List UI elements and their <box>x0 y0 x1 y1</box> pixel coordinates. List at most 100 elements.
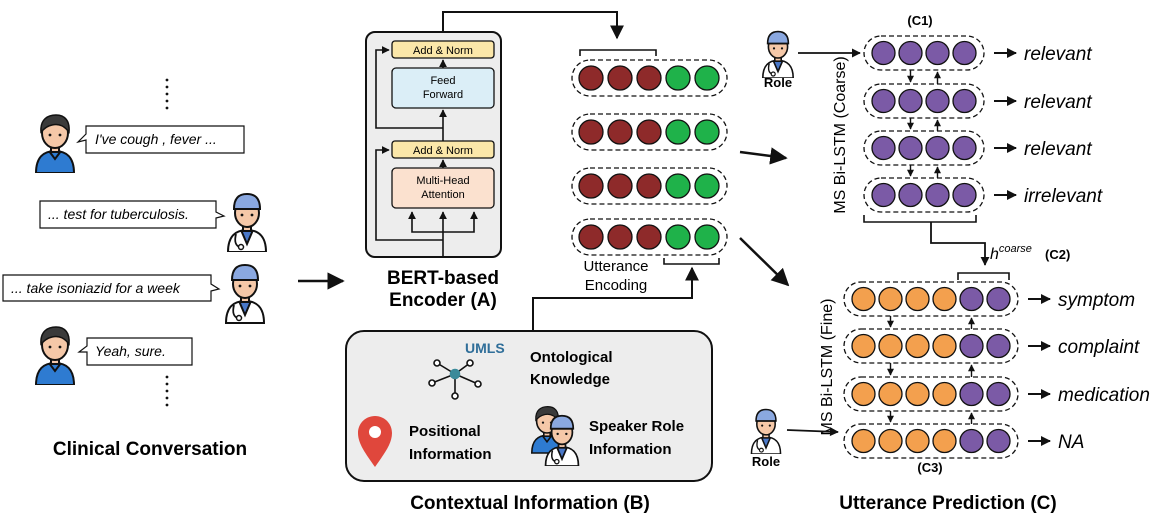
location-pin-icon <box>358 416 392 467</box>
encoding-vector <box>571 167 728 205</box>
positional-label-1: Positional <box>409 423 481 440</box>
encoding-to-fine-arrow <box>739 237 790 287</box>
add-norm-top-box <box>391 40 495 59</box>
encoding-cell <box>665 119 691 145</box>
bilstm-row: symptom <box>843 281 1135 317</box>
bilstm-cell <box>959 286 984 312</box>
encoding-cell <box>607 119 633 145</box>
encoding-top-bracket <box>579 49 657 56</box>
bilstm-cell <box>952 88 977 114</box>
output-label: irrelevant <box>1024 186 1103 207</box>
prediction-title: Utterance Prediction (C) <box>839 493 1056 514</box>
bilstm-cell <box>952 40 977 66</box>
patient-icon <box>35 326 75 385</box>
ontological-label-1: Ontological <box>530 349 613 366</box>
coarse-bilstm-label: MS Bi-LSTM (Coarse) <box>832 56 849 213</box>
encoding-cell <box>665 65 691 91</box>
bilstm-cell <box>898 88 923 114</box>
bilstm-cell <box>932 286 957 312</box>
fine-role-label: Role <box>752 454 780 469</box>
encoding-to-coarse-arrow <box>739 147 788 165</box>
utterance-2-text: ... test for tuberculosis. <box>48 206 189 222</box>
bilstm-cell <box>878 333 903 359</box>
add-norm-bottom-label: Add & Norm <box>413 145 473 157</box>
coarse-bilstm: (C1) Role MS Bi-LSTM (Coarse) relevant re… <box>761 13 1103 223</box>
bilstm-cell <box>925 88 950 114</box>
patient-icon <box>35 114 75 173</box>
fine-bilstm-label: MS Bi-LSTM (Fine) <box>819 299 836 436</box>
bilstm-row: NA <box>843 423 1084 459</box>
bilstm-row: medication <box>843 376 1150 412</box>
c3-tag: (C3) <box>917 460 942 475</box>
output-label: symptom <box>1058 290 1135 311</box>
utterance-encoding: Utterance Encoding <box>571 49 728 294</box>
encoder-title-2: Encoder (A) <box>389 290 497 311</box>
umls-network-icon <box>428 359 482 400</box>
encoding-cell <box>665 173 691 199</box>
doctor-icon <box>227 193 267 252</box>
bilstm-cell <box>878 286 903 312</box>
encoding-cell <box>665 224 691 250</box>
encoding-cell <box>607 65 633 91</box>
bilstm-cell <box>959 428 984 454</box>
speaker-label-1: Speaker Role <box>589 418 684 435</box>
bilstm-row: relevant <box>863 130 1092 166</box>
output-label: complaint <box>1058 337 1140 358</box>
encoding-vector <box>571 113 728 151</box>
add-norm-top-label: Add & Norm <box>413 45 473 57</box>
utterance-3-text: ... take isoniazid for a week <box>11 280 181 296</box>
encoding-cell <box>694 173 720 199</box>
encoder-connections <box>375 46 478 257</box>
h-letter: h <box>990 246 999 263</box>
encoding-vector <box>571 218 728 256</box>
bilstm-row: complaint <box>843 328 1140 364</box>
c2-tag: (C2) <box>1045 247 1070 262</box>
encoding-label-2: Encoding <box>585 277 648 294</box>
clinical-conversation: I've cough , fever ... ... test for tube… <box>2 78 267 460</box>
bilstm-cell <box>932 381 957 407</box>
encoding-cell <box>694 224 720 250</box>
fine-top-bracket <box>957 272 1010 280</box>
positional-label-2: Information <box>409 446 492 463</box>
encoding-cell <box>694 119 720 145</box>
bilstm-cell <box>871 135 896 161</box>
bilstm-cell <box>986 428 1011 454</box>
hcoarse-label: hcoarse <box>990 243 1032 263</box>
encoding-cell <box>636 173 662 199</box>
bilstm-cell <box>905 286 930 312</box>
bilstm-cell <box>851 333 876 359</box>
bilstm-cell <box>925 182 950 208</box>
bilstm-cell <box>986 286 1011 312</box>
bilstm-cell <box>932 428 957 454</box>
feed-forward-box <box>391 67 495 109</box>
umls-label: UMLS <box>465 340 505 356</box>
encoding-cell <box>636 65 662 91</box>
context-to-encoding-arrow <box>532 266 699 331</box>
context-box <box>345 330 713 482</box>
encoding-cell <box>578 119 604 145</box>
encoding-cell <box>636 119 662 145</box>
fine-role-arrow <box>786 427 839 437</box>
bilstm-cell <box>871 88 896 114</box>
bilstm-row: relevant <box>863 35 1092 71</box>
coarse-role-label: Role <box>764 75 792 90</box>
feed-forward-label-1: Feed <box>430 75 455 87</box>
bert-encoder: Add & Norm Feed Forward Add & Norm Multi… <box>365 31 502 311</box>
bilstm-cell <box>905 333 930 359</box>
bilstm-cell <box>905 428 930 454</box>
bilstm-row: relevant <box>863 83 1092 119</box>
bottom-ellipsis <box>165 375 169 407</box>
output-label: medication <box>1058 385 1150 406</box>
bilstm-cell <box>925 40 950 66</box>
coarse-role-doctor-icon <box>761 30 795 78</box>
bilstm-cell <box>986 333 1011 359</box>
output-label: relevant <box>1024 44 1092 65</box>
bilstm-cell <box>851 428 876 454</box>
ontological-label-2: Knowledge <box>530 371 610 388</box>
bilstm-cell <box>878 381 903 407</box>
bilstm-cell <box>898 135 923 161</box>
c1-tag: (C1) <box>907 13 932 28</box>
bilstm-cell <box>851 381 876 407</box>
